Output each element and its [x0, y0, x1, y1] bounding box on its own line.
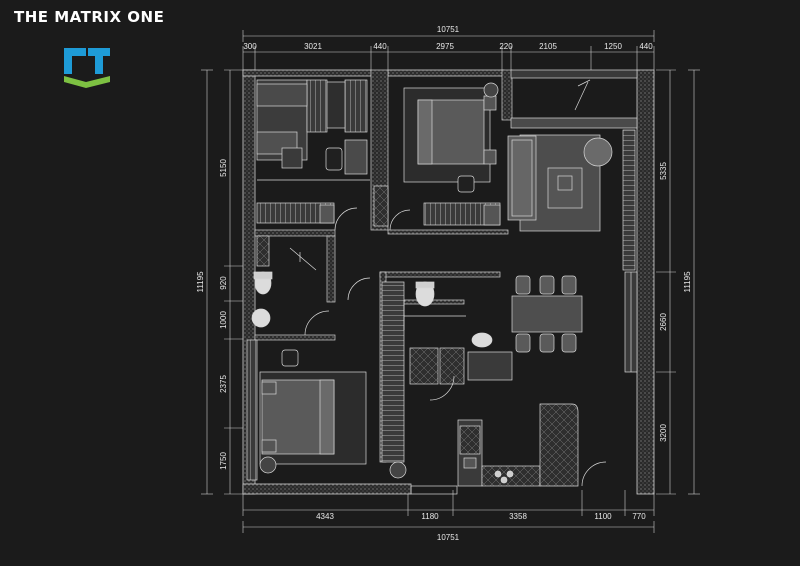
dim-top-2: 440: [373, 42, 387, 51]
dim-right-1: 2660: [659, 313, 668, 331]
dim-top-4: 220: [499, 42, 513, 51]
dim-left-2: 1000: [219, 311, 228, 329]
dim-bottom-2: 3358: [509, 512, 527, 521]
bedroom-2: [373, 82, 501, 231]
dim-top-3: 2975: [436, 42, 454, 51]
dim-top-7: 440: [639, 42, 653, 51]
dim-right-total: 11195: [683, 271, 692, 293]
dim-bottom-1: 1180: [421, 512, 439, 521]
dim-bottom-0: 4343: [316, 512, 334, 521]
bathroom-1: [251, 235, 330, 336]
dim-top-5: 2105: [539, 42, 557, 51]
dim-top-1: 3021: [304, 42, 322, 51]
dim-left-1: 920: [219, 276, 228, 290]
dim-left-4: 1750: [219, 452, 228, 470]
dim-right-2: 3200: [659, 424, 668, 442]
ct-logo-icon: [64, 48, 110, 88]
dim-bottom-3: 1100: [594, 512, 612, 521]
page-title: THE MATRIX ONE: [14, 8, 165, 26]
dim-bottom-total: 10751: [437, 533, 460, 542]
bedroom-3: [246, 277, 407, 481]
dim-left-0: 5150: [219, 159, 228, 177]
dim-right-0: 5335: [659, 162, 668, 180]
dim-top-0: 300: [243, 42, 257, 51]
dim-top-6: 1250: [604, 42, 622, 51]
living-room: [507, 69, 638, 271]
dim-top-total: 10751: [437, 25, 460, 34]
dim-left-3: 2375: [219, 375, 228, 393]
bathroom-2: [403, 281, 513, 401]
kitchen: [410, 403, 607, 495]
bedroom-1: [256, 79, 370, 231]
dim-left-total: 11195: [196, 271, 205, 293]
dimension-labels: 10751 300 3021 440 2975 220 2105 1250 44…: [196, 25, 692, 542]
dim-bottom-4: 770: [632, 512, 646, 521]
dining-area: [511, 271, 638, 373]
